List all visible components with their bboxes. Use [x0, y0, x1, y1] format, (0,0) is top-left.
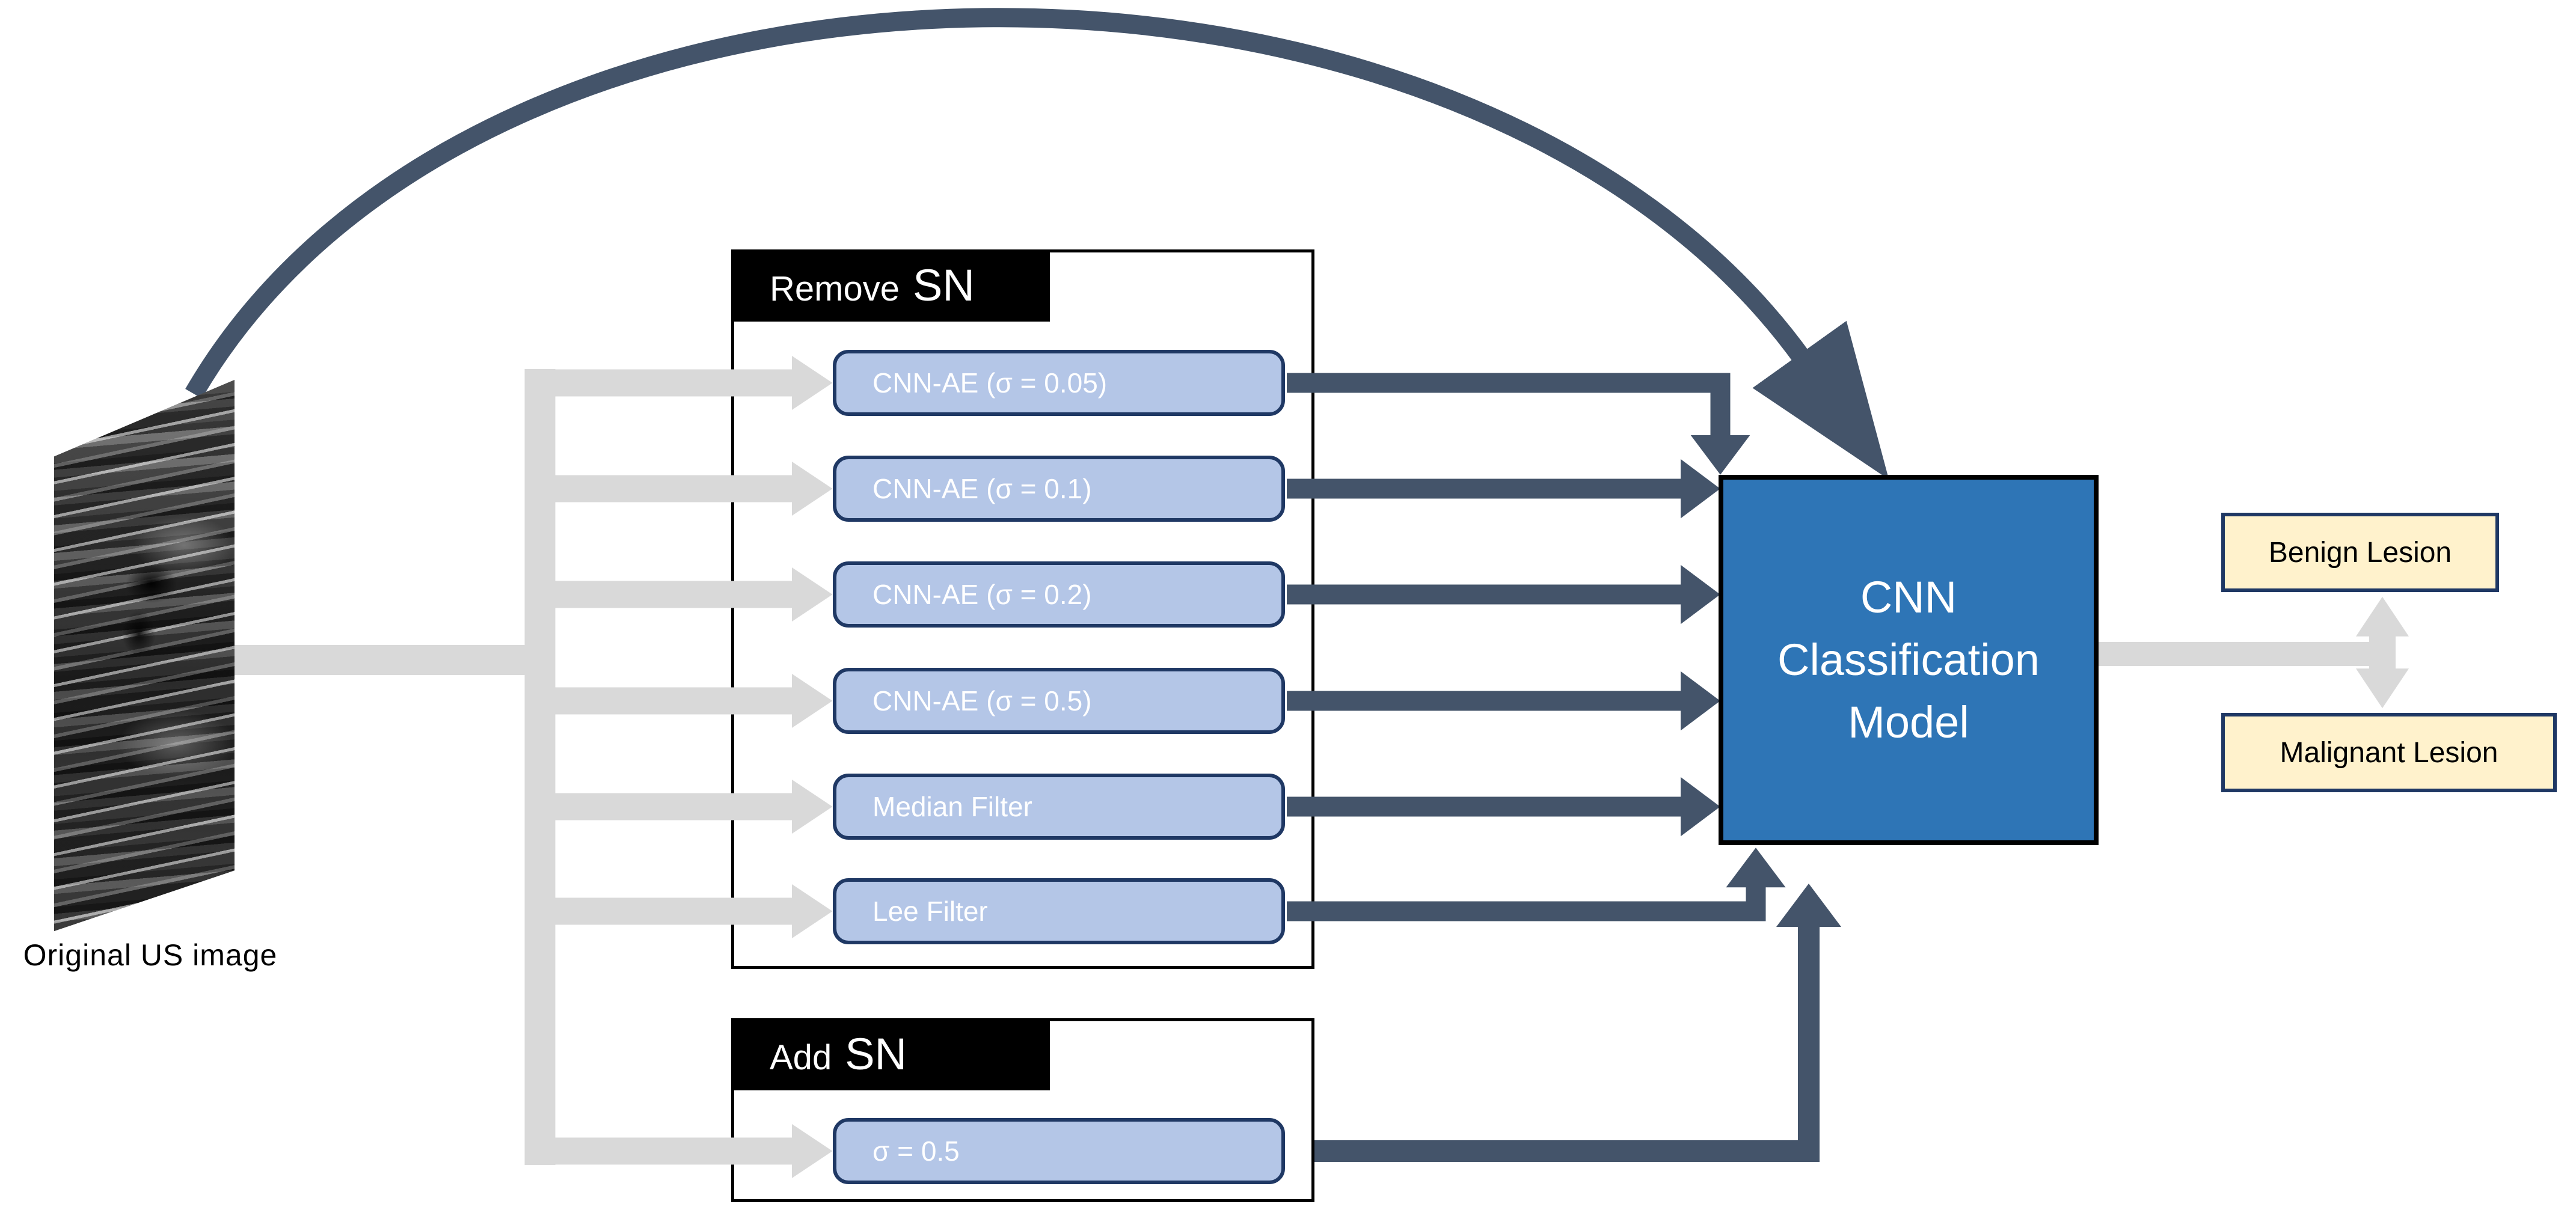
curved-arrow-original-to-model [185, 8, 1889, 480]
filter-chip-lee-filter: Lee Filter [833, 878, 1285, 944]
filter-chip-cnn-ae-sigma-02: CNN-AE (σ = 0.2) [833, 561, 1285, 628]
filter-chip-cnn-ae-sigma-01: CNN-AE (σ = 0.1) [833, 456, 1285, 522]
ultrasound-image-label: Original US image [23, 938, 278, 972]
add-sn-header-acronym: SN [845, 1029, 907, 1079]
output-box-benign-lesion: Benign Lesion [2221, 513, 2499, 592]
dark-arrow-add-sn-to-model [1314, 884, 1841, 1162]
model-label-line-2: Classification [1777, 635, 2040, 685]
cnn-classification-model-box: CNN Classification Model [1719, 475, 2099, 845]
remove-sn-panel: Remove SN CNN-AE (σ = 0.05) CNN-AE (σ = … [731, 249, 1314, 969]
filter-chip-median-filter: Median Filter [833, 774, 1285, 840]
filter-chip-cnn-ae-sigma-05: CNN-AE (σ = 0.5) [833, 668, 1285, 734]
remove-sn-header-acronym: SN [912, 260, 975, 310]
dark-arrow-lee-filter-to-model [1287, 848, 1786, 921]
filter-chip-add-noise-sigma-05: σ = 0.5 [833, 1118, 1285, 1184]
add-sn-header: Add SN [731, 1018, 1050, 1090]
ultrasound-image [54, 380, 235, 931]
add-sn-header-word: Add [770, 1038, 832, 1077]
dark-arrow-cnn-ae-005-to-model [1287, 373, 1750, 475]
model-label-line-3: Model [1848, 697, 1969, 747]
output-box-malignant-lesion: Malignant Lesion [2221, 713, 2557, 792]
filter-chip-cnn-ae-sigma-005: CNN-AE (σ = 0.05) [833, 350, 1285, 416]
model-label-line-1: CNN [1860, 572, 1957, 622]
remove-sn-header-word: Remove [770, 269, 900, 308]
remove-sn-header: Remove SN [731, 249, 1050, 322]
